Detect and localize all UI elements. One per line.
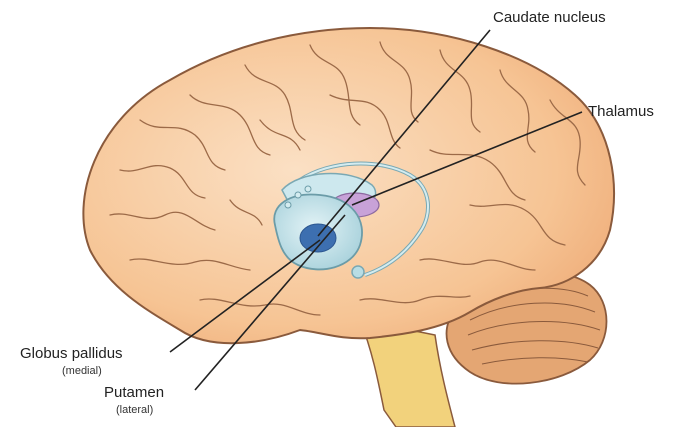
putamen-sublabel: (lateral) bbox=[116, 405, 153, 416]
caudate-nucleus-label: Caudate nucleus bbox=[493, 10, 606, 25]
globus-pallidus-label: Globus pallidus bbox=[20, 346, 123, 361]
globus-pallidus-shape bbox=[300, 224, 336, 252]
thalamus-label: Thalamus bbox=[588, 104, 654, 119]
globus-pallidus-sublabel: (medial) bbox=[62, 366, 102, 377]
putamen-label: Putamen bbox=[104, 385, 164, 400]
